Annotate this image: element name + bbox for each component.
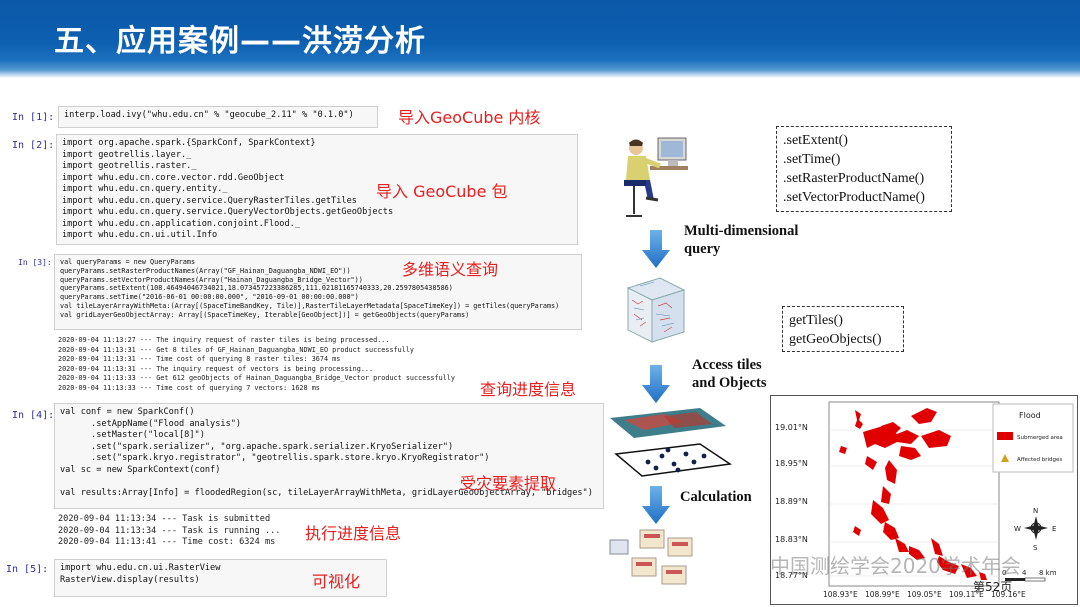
y-tick-label: 19.01°N [775, 423, 808, 432]
x-tick-label: 109.11°E [949, 590, 984, 599]
compass-east: E [1052, 525, 1056, 533]
compass-west: W [1014, 525, 1021, 533]
cell-prompt-3: In [3]: [18, 258, 52, 267]
cell-prompt-5: In [5]: [6, 564, 49, 575]
down-arrow-icon [642, 486, 670, 524]
scale-label: 0 [1002, 569, 1006, 577]
compass-south: S [1033, 544, 1038, 552]
layers-icon [610, 408, 733, 477]
x-tick-label: 109.16°E [991, 590, 1026, 599]
legend-title: Flood [1019, 411, 1041, 420]
code-cell-5[interactable]: import whu.edu.cn.ui.RasterView RasterVi… [54, 559, 387, 597]
page-title: 五、应用案例——洪涝分析 [54, 24, 426, 59]
data-cube-icon [626, 277, 686, 343]
user-at-computer-icon [624, 137, 688, 217]
scale-label: 4 [1022, 569, 1027, 577]
x-tick-label: 108.99°E [865, 590, 900, 599]
legend-label: Submerged area [1017, 435, 1063, 441]
annotation-exec-progress: 执行进度信息 [305, 524, 402, 543]
label-access-tiles: Access tiles and Objects [692, 357, 767, 391]
y-tick-label: 18.95°N [775, 459, 808, 468]
servers-icon [609, 529, 693, 585]
annotation-extraction: 受灾要素提取 [460, 474, 557, 493]
code-cell-4[interactable]: val conf = new SparkConf() .setAppName("… [54, 403, 604, 509]
scale-bar [1005, 577, 1046, 582]
down-arrow-icon [642, 230, 670, 268]
annotation-import-package: 导入 GeoCube 包 [376, 182, 508, 201]
cell-prompt-1: In [1]: [12, 112, 55, 123]
legend-label: Affected bridges [1017, 457, 1062, 463]
cell-prompt-2: In [2]: [12, 140, 55, 151]
label-multidimensional-query: Multi-dimensional query [684, 223, 799, 257]
query-methods-box: .setExtent() .setTime() .setRasterProduc… [776, 126, 952, 212]
code-cell-3[interactable]: val queryParams = new QueryParams queryP… [54, 254, 582, 330]
scale-label: 8 km [1039, 569, 1057, 577]
cell-prompt-4: In [4]: [12, 410, 55, 421]
x-tick-label: 108.93°E [823, 590, 858, 599]
annotation-query-progress: 查询进度信息 [480, 380, 577, 399]
y-tick-label: 18.89°N [775, 497, 808, 506]
y-tick-label: 18.77°N [775, 571, 808, 580]
title-bar: 五、应用案例——洪涝分析 [0, 0, 1080, 78]
legend-swatch-submerged [997, 432, 1013, 440]
triangle-icon [1001, 454, 1009, 462]
query-output: 2020-09-04 11:13:27 --- The inquiry requ… [58, 336, 455, 392]
compass-icon [1024, 516, 1048, 540]
annotation-load-kernel: 导入GeoCube 内核 [398, 108, 541, 127]
code-cell-1[interactable]: interp.load.ivy("whu.edu.cn" % "geocube_… [58, 106, 378, 128]
y-tick-label: 18.83°N [775, 535, 808, 544]
code-cell-2[interactable]: import org.apache.spark.{SparkConf, Spar… [56, 134, 578, 245]
flood-map[interactable]: 19.01°N 18.95°N 18.89°N 18.83°N 18.77°N … [770, 395, 1078, 605]
watermark: 中国测绘学会2020学术年会 [770, 554, 1021, 578]
x-tick-label: 109.05°E [907, 590, 942, 599]
down-arrow-icon [642, 365, 670, 403]
get-methods-box: getTiles() getGeoObjects() [782, 306, 904, 352]
compass-north: N [1033, 507, 1038, 515]
annotation-visualize: 可视化 [312, 572, 361, 591]
flood-map-canvas: 19.01°N 18.95°N 18.89°N 18.83°N 18.77°N … [775, 401, 1074, 599]
task-output: 2020-09-04 11:13:34 --- Task is submitte… [58, 514, 281, 547]
annotation-semantic-query: 多维语义查询 [402, 260, 499, 279]
label-calculation: Calculation [680, 489, 752, 505]
page-number: 第52页 [973, 580, 1013, 594]
